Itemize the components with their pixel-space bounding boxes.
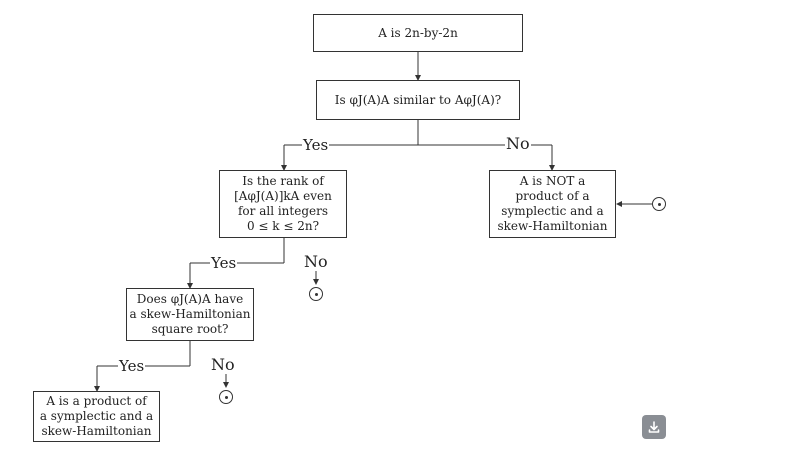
label-q2-no: No xyxy=(303,252,329,271)
node-q2-line: for all integers xyxy=(237,204,329,218)
download-icon xyxy=(648,421,660,433)
node-not-product-line: symplectic and a xyxy=(501,204,604,218)
label-q3-no: No xyxy=(210,355,236,374)
node-product-line: skew-Hamiltonian xyxy=(41,424,152,438)
node-q2-line: [AφJ(A)]kA even xyxy=(234,189,332,203)
node-start-text: A is 2n-by-2n xyxy=(378,25,458,40)
node-q1-text: Is φJ(A)A similar to AφJ(A)? xyxy=(334,92,502,107)
node-q3-line: Does φJ(A)A have xyxy=(136,292,244,306)
node-q3-line: a skew-Hamiltonian xyxy=(129,307,251,321)
node-product-line: A is a product of xyxy=(46,394,147,408)
node-q2-line: Is the rank of xyxy=(242,174,324,188)
node-q3: Does φJ(A)A have a skew-Hamiltonian squa… xyxy=(126,288,254,341)
node-not-product: A is NOT a product of a symplectic and a… xyxy=(489,170,616,238)
node-not-product-line: skew-Hamiltonian xyxy=(497,219,608,233)
circled-dot-icon xyxy=(309,287,323,301)
node-not-product-line: A is NOT a xyxy=(519,174,586,188)
node-q2: Is the rank of [AφJ(A)]kA even for all i… xyxy=(219,170,347,238)
node-product: A is a product of a symplectic and a ske… xyxy=(33,391,160,442)
node-product-line: a symplectic and a xyxy=(39,409,154,423)
label-q3-yes: Yes xyxy=(118,357,146,375)
label-q1-no: No xyxy=(505,134,531,153)
circled-dot-icon xyxy=(219,390,233,404)
download-button[interactable] xyxy=(642,415,666,439)
label-q2-yes: Yes xyxy=(210,254,238,272)
node-q1: Is φJ(A)A similar to AφJ(A)? xyxy=(316,80,520,120)
label-q1-yes: Yes xyxy=(302,136,330,154)
node-start: A is 2n-by-2n xyxy=(313,14,523,52)
node-not-product-line: product of a xyxy=(515,189,590,203)
node-q3-line: square root? xyxy=(151,322,229,336)
node-q2-line: 0 ≤ k ≤ 2n? xyxy=(246,219,320,233)
circled-dot-icon xyxy=(652,197,666,211)
